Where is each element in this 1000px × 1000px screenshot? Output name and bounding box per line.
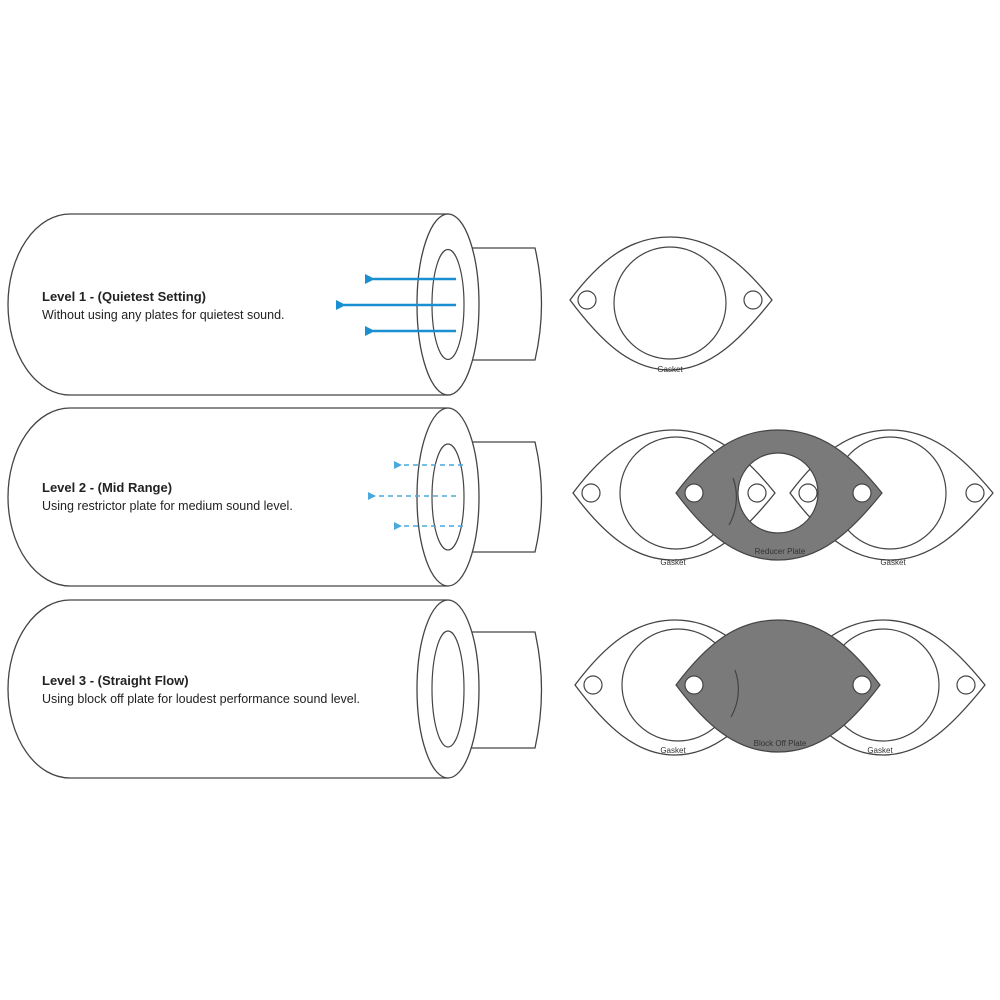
bolt-hole	[798, 483, 818, 503]
bolt-hole	[583, 675, 603, 695]
level-1-title: Level 1 - (Quietest Setting)	[42, 289, 206, 304]
level-2-title: Level 2 - (Mid Range)	[42, 480, 172, 495]
bolt-hole	[581, 483, 601, 503]
level-2-flow-arrows	[368, 461, 463, 530]
reducer-plate: Reducer Plate	[675, 429, 883, 561]
level-3-title: Level 3 - (Straight Flow)	[42, 673, 189, 688]
block-off-plate-label: Block Off Plate	[754, 739, 807, 748]
bolt-hole	[956, 675, 976, 695]
bolt-hole	[684, 675, 704, 695]
bolt-hole	[852, 675, 872, 695]
bolt-hole	[965, 483, 985, 503]
gasket-label: Gasket	[660, 558, 686, 567]
level-2-group: Level 2 - (Mid Range) Using restrictor p…	[7, 407, 994, 587]
level-3-muffler	[7, 599, 543, 779]
bolt-hole	[852, 483, 872, 503]
block-off-plate: Block Off Plate	[675, 619, 881, 753]
level-3-description: Using block off plate for loudest perfor…	[42, 692, 360, 706]
level-2-description: Using restrictor plate for medium sound …	[42, 499, 293, 513]
bolt-hole	[577, 290, 597, 310]
gasket-label: Gasket	[867, 746, 893, 755]
bolt-hole	[743, 290, 763, 310]
gasket-label: Gasket	[660, 746, 686, 755]
level-1-flow-arrows	[336, 274, 456, 336]
level-1-muffler	[7, 213, 543, 396]
bolt-hole	[684, 483, 704, 503]
level-2-muffler	[7, 407, 543, 587]
gasket: Gasket	[569, 236, 773, 374]
gasket-label: Gasket	[880, 558, 906, 567]
reducer-plate-label: Reducer Plate	[755, 547, 806, 556]
level-1-description: Without using any plates for quietest so…	[42, 308, 285, 322]
bolt-hole	[747, 483, 767, 503]
level-3-group: Level 3 - (Straight Flow) Using block of…	[7, 599, 986, 779]
gasket-label: Gasket	[657, 365, 683, 374]
level-1-group: Level 1 - (Quietest Setting) Without usi…	[7, 213, 773, 396]
